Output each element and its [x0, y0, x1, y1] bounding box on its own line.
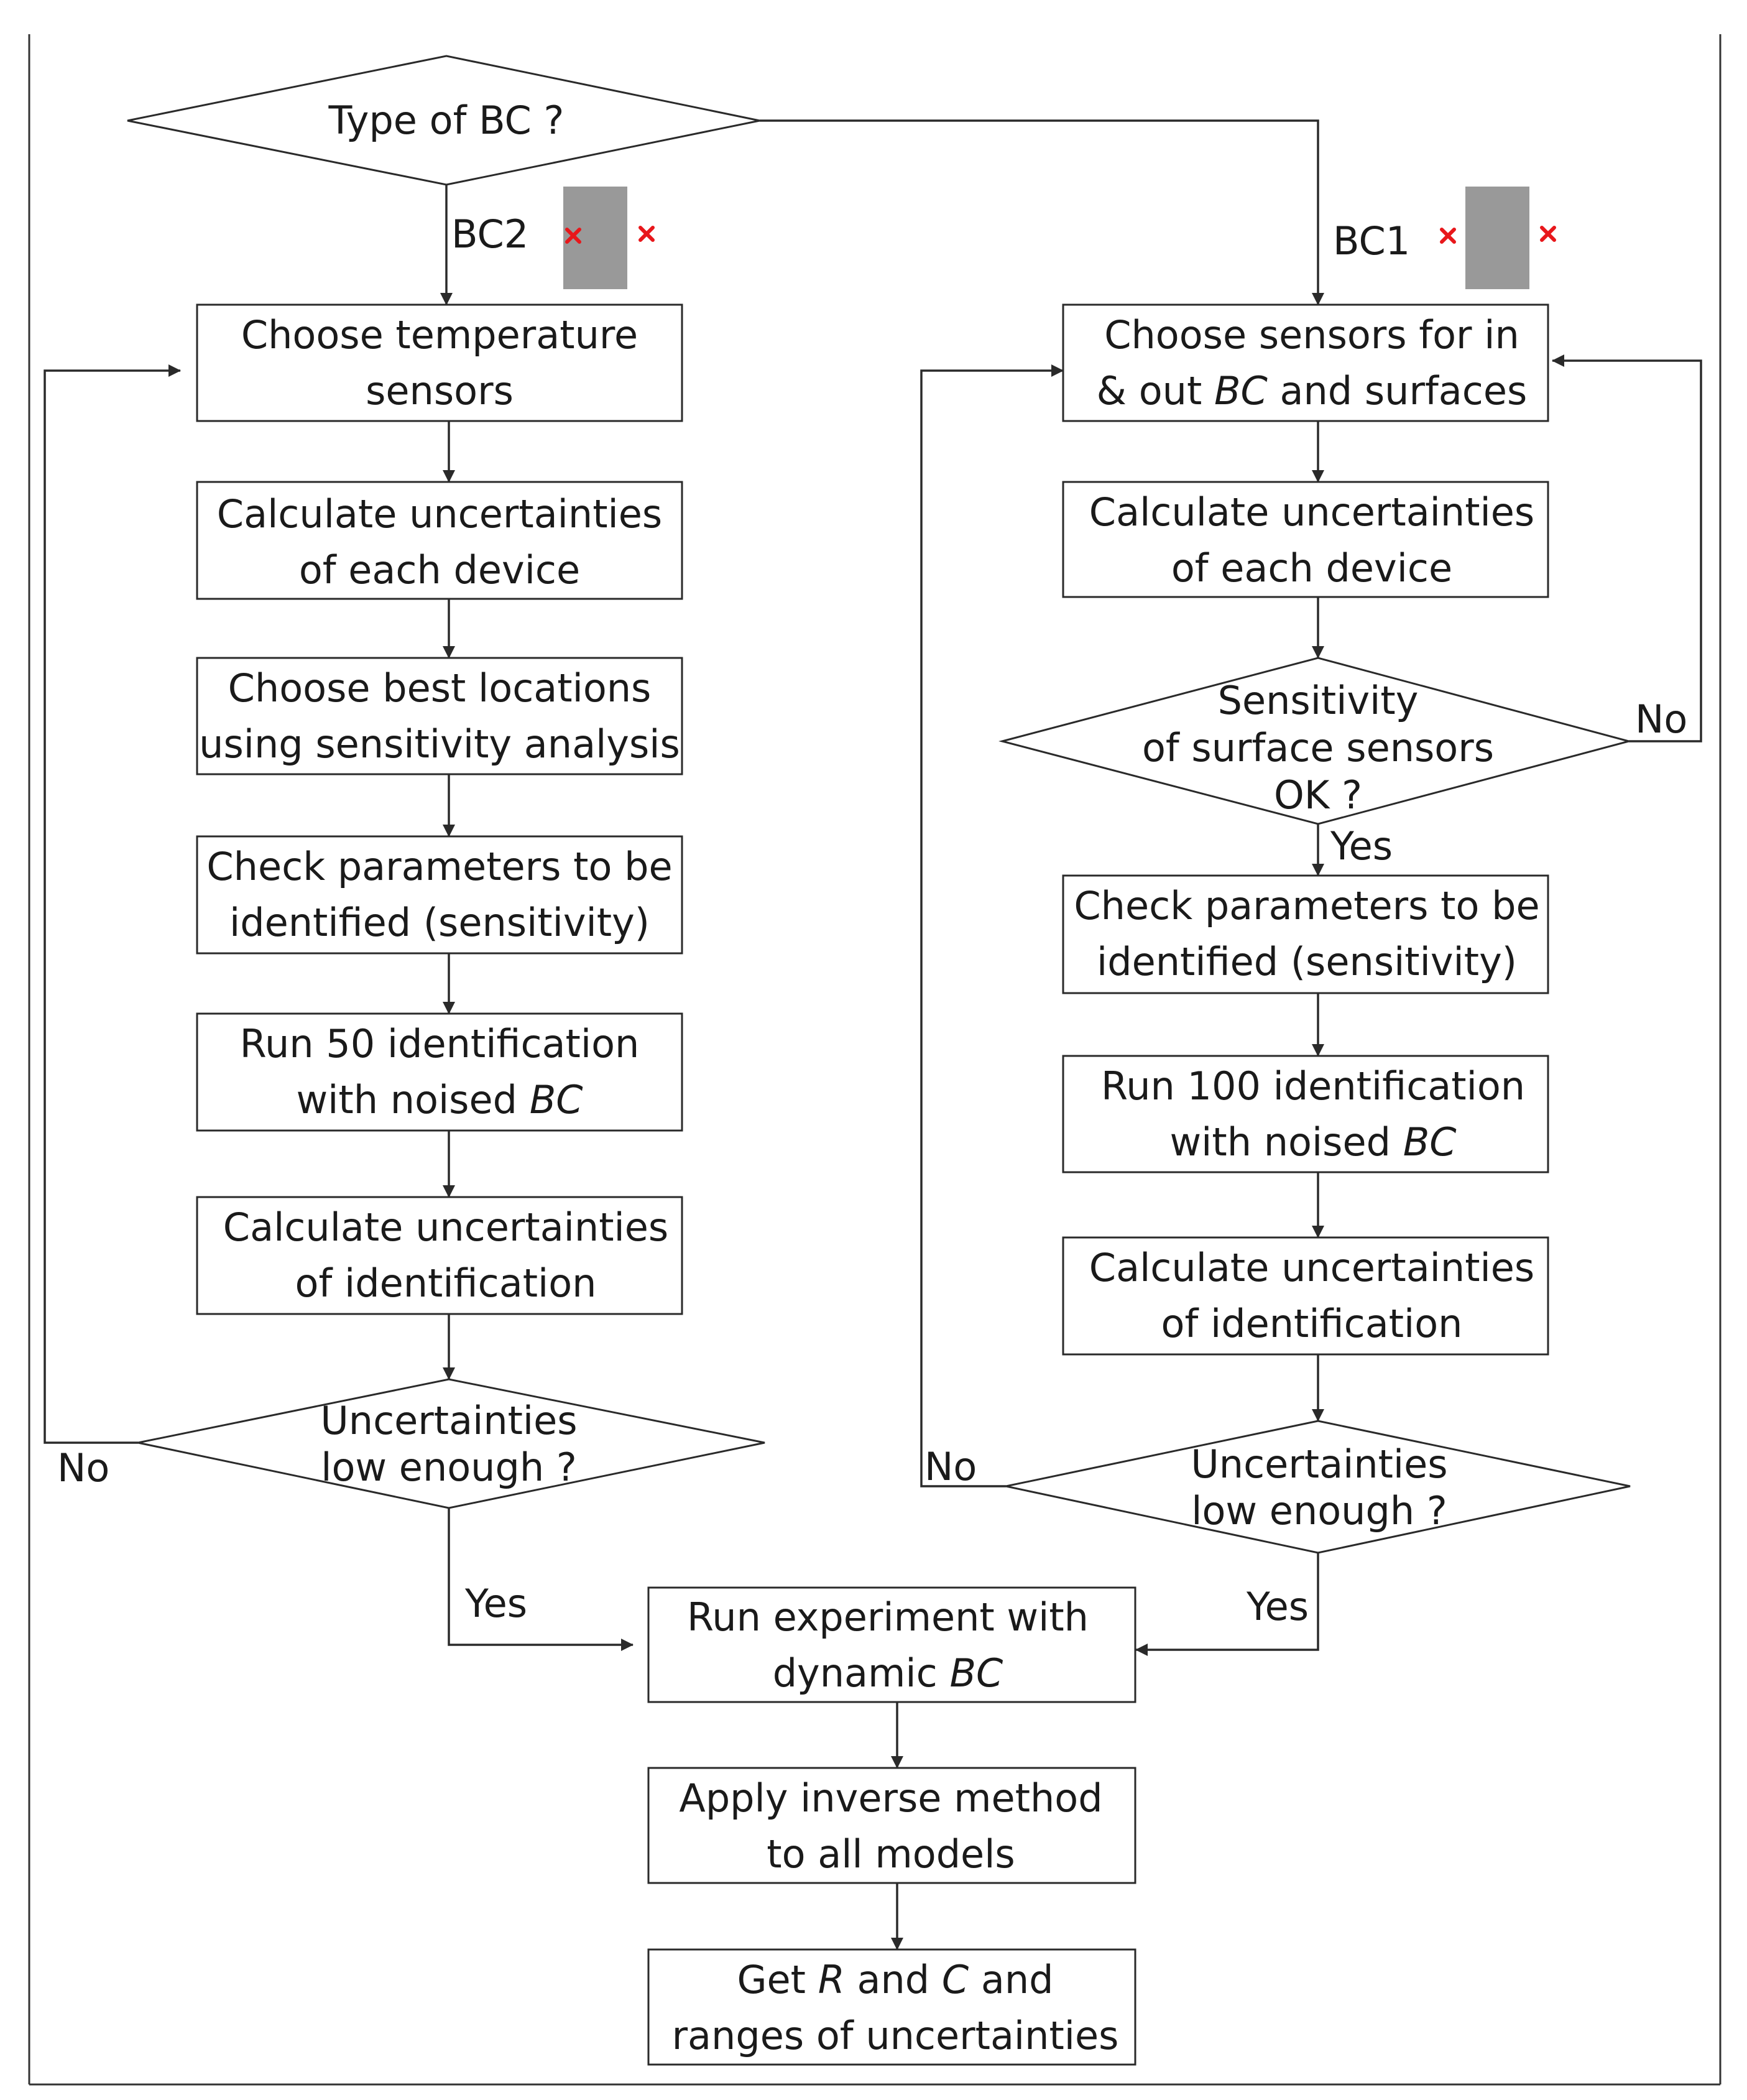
box-choose-sensors-in-out [1062, 303, 1549, 422]
box-run-50 [196, 1012, 683, 1132]
text-choose-sensors-in-out: Choose sensors for in& out BC and surfac… [1097, 312, 1528, 414]
label-left-yes: Yes [464, 1581, 527, 1626]
label-right-no-sensitivity: No [1635, 696, 1687, 742]
edge-rd2-yes [1135, 1553, 1319, 1656]
box-run-100 [1062, 1055, 1549, 1173]
box-run-experiment [647, 1586, 1136, 1703]
box-get-r-c [647, 1948, 1136, 2066]
box-left-check-params [196, 835, 683, 955]
edge-type-to-right [760, 119, 1324, 305]
flowchart-edges [44, 119, 1702, 1950]
decision-sensitivity [998, 657, 1633, 825]
bc1-specimen-icon [1440, 187, 1556, 289]
bc1-sensor-mark-right-icon [1540, 226, 1556, 242]
label-right-no-uncertainties: No [924, 1444, 977, 1489]
text-type-of-bc: Type of BC ? [328, 98, 565, 143]
edge-rd2-no-loop [920, 364, 1064, 1487]
edge-rd1-no-loop [1552, 354, 1702, 742]
decision-type-of-bc [127, 55, 760, 186]
box-right-check-params [1062, 874, 1549, 994]
box-best-locations [196, 657, 683, 775]
bc2-sensor-mark-inside-icon [565, 228, 581, 244]
flowchart-shapes [127, 55, 1633, 2066]
edge-ld-yes [448, 1508, 634, 1651]
box-right-calc-device [1062, 481, 1549, 598]
bc2-specimen-icon [563, 187, 655, 289]
box-right-calc-identification [1062, 1236, 1549, 1356]
box-choose-temperature-sensors [196, 303, 683, 422]
bc2-sensor-mark-outside-icon [638, 226, 655, 242]
bc1-wall-icon [1465, 187, 1529, 289]
box-apply-inverse [647, 1767, 1136, 1884]
label-left-no: No [57, 1445, 109, 1491]
edge-labels: BC2 BC1 No Yes No Yes No Yes [57, 211, 1687, 1629]
box-left-calc-identification [196, 1196, 683, 1315]
label-right-yes-sensitivity: Yes [1330, 823, 1393, 869]
label-bc2: BC2 [451, 211, 528, 257]
decision-right-uncertainties [1005, 1420, 1631, 1554]
box-left-calc-device [196, 481, 683, 600]
bc1-sensor-mark-left-icon [1440, 228, 1456, 244]
label-right-yes-uncertainties: Yes [1246, 1584, 1309, 1629]
label-bc1: BC1 [1333, 218, 1410, 264]
decision-left-uncertainties [137, 1378, 765, 1509]
edge-ld-no-loop [44, 364, 181, 1444]
